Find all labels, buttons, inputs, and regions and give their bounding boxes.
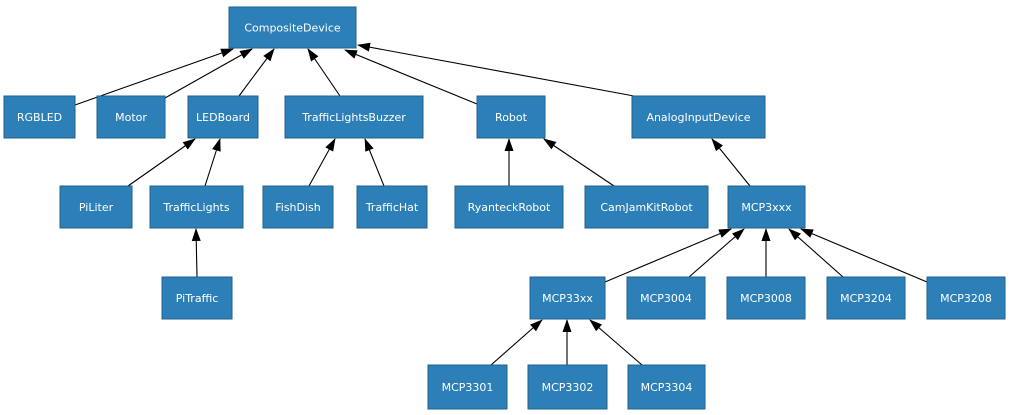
edge-Motor-to-CompositeDevice [164,48,253,99]
node-box-TrafficLightsBuzzer [284,95,424,139]
node-label-RyanteckRobot: RyanteckRobot [468,201,551,214]
node-label-MCP3204: MCP3204 [840,292,892,305]
node-PiTraffic[interactable]: PiTraffic [161,276,233,320]
node-Motor[interactable]: Motor [96,95,166,139]
node-box-MCP3301 [427,364,508,410]
node-MCP3204[interactable]: MCP3204 [826,276,906,320]
edge-MCP33xx-to-MCP3xxx [604,228,732,283]
node-AnalogInputDevice[interactable]: AnalogInputDevice [631,95,766,139]
node-label-TrafficLights: TrafficLights [162,201,230,214]
node-box-MCP3004 [626,276,706,320]
edges-layer [74,42,928,366]
node-MCP3304[interactable]: MCP3304 [627,364,706,410]
edge-TrafficLightsBuzzer-to-CompositeDevice [307,48,341,97]
node-box-MCP3208 [926,276,1006,320]
edge-TrafficHat-to-TrafficLightsBuzzer [364,138,385,187]
node-CompositeDevice[interactable]: CompositeDevice [228,6,357,49]
node-label-TrafficLightsBuzzer: TrafficLightsBuzzer [301,111,406,124]
edge-MCP3208-to-MCP3xxx [800,228,928,283]
node-label-MCP33xx: MCP33xx [542,292,593,305]
edge-MCP3301-to-MCP33xx [490,319,543,366]
node-box-RGBLED [3,95,76,139]
node-MCP3302[interactable]: MCP3302 [527,364,608,410]
node-box-MCP3xxx [727,185,806,229]
node-label-MCP3304: MCP3304 [641,381,693,394]
node-Robot[interactable]: Robot [476,95,546,139]
node-box-CompositeDevice [228,6,357,49]
node-box-MCP33xx [529,276,606,320]
node-PiLiter[interactable]: PiLiter [59,185,133,229]
node-CamJamKitRobot[interactable]: CamJamKitRobot [584,185,709,229]
node-box-RyanteckRobot [454,185,564,229]
edge-MCP3004-to-MCP3xxx [688,228,745,278]
node-box-PiLiter [59,185,133,229]
node-label-MCP3008: MCP3008 [740,292,792,305]
node-TrafficLightsBuzzer[interactable]: TrafficLightsBuzzer [284,95,424,139]
edge-Robot-to-CompositeDevice [344,49,478,105]
node-label-PiTraffic: PiTraffic [176,292,219,305]
edge-MCP3204-to-MCP3xxx [788,228,844,278]
node-TrafficLights[interactable]: TrafficLights [149,185,244,229]
node-MCP3301[interactable]: MCP3301 [427,364,508,410]
node-FishDish[interactable]: FishDish [262,185,334,229]
node-box-TrafficLights [149,185,244,229]
node-label-MCP3208: MCP3208 [940,292,992,305]
node-box-AnalogInputDevice [631,95,766,139]
edge-AnalogInputDevice-to-CompositeDevice [357,42,635,97]
node-box-MCP3304 [627,364,706,410]
edge-PiTraffic-to-TrafficLights [191,228,201,278]
node-label-MCP3302: MCP3302 [542,381,594,394]
node-label-MCP3301: MCP3301 [442,381,494,394]
node-label-LEDBoard: LEDBoard [196,111,250,124]
node-box-LEDBoard [187,95,259,139]
node-box-MCP3302 [527,364,608,410]
node-box-Robot [476,95,546,139]
node-MCP3004[interactable]: MCP3004 [626,276,706,320]
edge-MCP3xxx-to-AnalogInputDevice [711,138,751,187]
node-label-AnalogInputDevice: AnalogInputDevice [646,111,750,124]
edge-CamJamKitRobot-to-Robot [543,138,615,187]
node-LEDBoard[interactable]: LEDBoard [187,95,259,139]
edge-LEDBoard-to-CompositeDevice [238,48,275,97]
edge-MCP3304-to-MCP33xx [589,319,643,366]
edge-TrafficLights-to-LEDBoard [204,138,221,187]
node-label-PiLiter: PiLiter [79,201,114,214]
node-label-CompositeDevice: CompositeDevice [244,22,341,35]
node-RyanteckRobot[interactable]: RyanteckRobot [454,185,564,229]
node-box-FishDish [262,185,334,229]
node-MCP3xxx[interactable]: MCP3xxx [727,185,806,229]
node-box-PiTraffic [161,276,233,320]
node-MCP3008[interactable]: MCP3008 [726,276,806,320]
node-label-MCP3004: MCP3004 [640,292,692,305]
node-box-TrafficHat [356,185,428,229]
node-TrafficHat[interactable]: TrafficHat [356,185,428,229]
node-label-FishDish: FishDish [275,201,321,214]
node-RGBLED[interactable]: RGBLED [3,95,76,139]
node-label-TrafficHat: TrafficHat [365,201,419,214]
node-box-CamJamKitRobot [584,185,709,229]
node-box-Motor [96,95,166,139]
edge-FishDish-to-TrafficLightsBuzzer [308,138,336,187]
node-box-MCP3008 [726,276,806,320]
node-box-MCP3204 [826,276,906,320]
node-label-RGBLED: RGBLED [17,111,62,124]
node-label-Robot: Robot [495,111,528,124]
node-MCP33xx[interactable]: MCP33xx [529,276,606,320]
edge-PiLiter-to-LEDBoard [127,138,196,187]
node-label-MCP3xxx: MCP3xxx [741,201,792,214]
node-MCP3208[interactable]: MCP3208 [926,276,1006,320]
node-label-CamJamKitRobot: CamJamKitRobot [600,201,693,214]
node-label-Motor: Motor [115,111,147,124]
